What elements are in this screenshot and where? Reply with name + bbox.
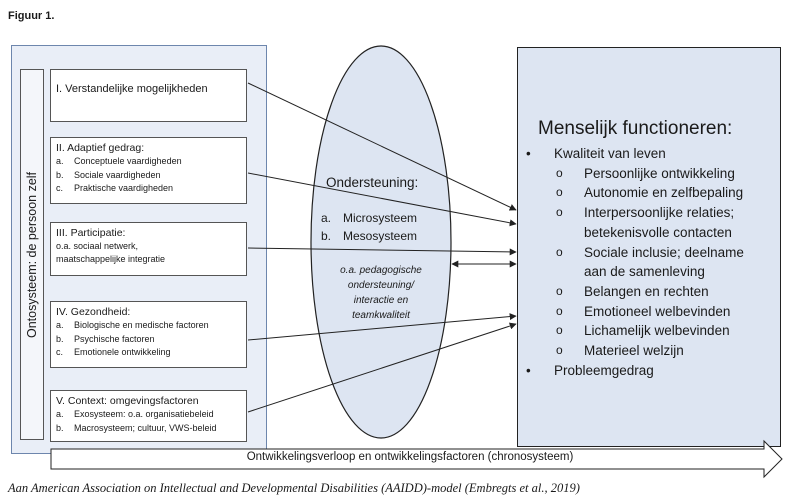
factor-title: III. Participatie:: [56, 227, 126, 239]
factor-box-context: V. Context: omgevingsfactoren a.Exosyste…: [50, 390, 247, 442]
factor-box-adaptief: II. Adaptief gedrag: a.Conceptuele vaard…: [50, 137, 247, 204]
arrow-verstandelijk: [247, 82, 517, 211]
functioning-title: Menselijk functioneren:: [538, 118, 733, 139]
functioning-box: [517, 47, 781, 447]
ontosysteem-box: [20, 69, 44, 440]
arrow-context: [247, 322, 517, 413]
support-title: Ondersteuning:: [326, 175, 419, 190]
support-item: b.Mesosysteem: [321, 229, 418, 243]
figure-label: Figuur 1.: [8, 10, 55, 22]
functioning-main-item: •Probleemgedrag: [526, 362, 654, 378]
factor-subtext: o.a. sociaal netwerk, maatschappelijke i…: [56, 241, 166, 264]
arrow-gezondheid: [247, 313, 517, 341]
factor-title: I. Verstandelijke mogelijkheden: [56, 83, 208, 95]
support-item: a.Microsysteem: [321, 211, 418, 225]
factor-item: a.Biologische en medische factoren: [56, 320, 209, 330]
support-ellipse: [310, 45, 452, 439]
factor-title: II. Adaptief gedrag:: [56, 142, 145, 154]
factor-item: b.Macrosysteem; cultuur, VWS-beleid: [56, 422, 217, 433]
factor-item: a.Exosysteem: o.a. organisatiebeleid: [56, 409, 214, 419]
functioning-main-item: •Kwaliteit van leven: [526, 146, 666, 161]
factor-item: b.Sociale vaardigheden: [56, 169, 161, 180]
factor-title: IV. Gezondheid:: [56, 306, 131, 318]
figure-caption: Aan American Association on Intellectual…: [8, 481, 580, 495]
arrow-participatie: [247, 247, 517, 256]
factor-item: a.Conceptuele vaardigheden: [56, 156, 182, 166]
arrow-adaptief: [247, 172, 517, 227]
support-list: a.Microsysteem b.Mesosysteem: [321, 209, 417, 245]
timeline-label: Ontwikkelingsverloop en ontwikkelingsfac…: [246, 451, 574, 463]
factor-item: b.Psychische factoren: [56, 333, 155, 344]
factor-box-gezondheid: IV. Gezondheid: a.Biologische en medisch…: [50, 301, 247, 368]
functioning-sub-item-cont: betekenisvolle contacten: [584, 224, 732, 240]
factor-box-verstandelijk: I. Verstandelijke mogelijkheden: [50, 69, 247, 122]
support-note: o.a. pedagogische ondersteuning/ interac…: [340, 265, 422, 321]
functioning-sub-item-cont: aan de samenleving: [584, 264, 705, 280]
factor-item: c.Praktische vaardigheden: [56, 183, 174, 193]
timeline-arrow: [50, 439, 783, 479]
factor-title: V. Context: omgevingsfactoren: [56, 395, 199, 407]
factor-box-participatie: III. Participatie: o.a. sociaal netwerk,…: [50, 222, 247, 276]
factor-item: c.Emotionele ontwikkeling: [56, 347, 171, 357]
